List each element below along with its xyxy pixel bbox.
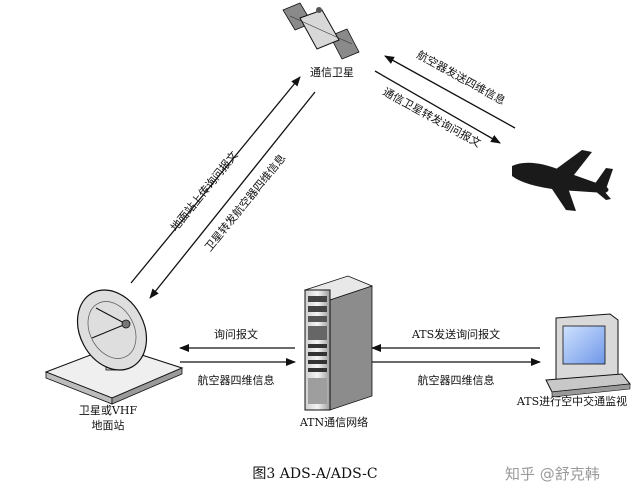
computer-icon [545, 313, 631, 398]
ats-label: ATS进行空中交通监视 [516, 394, 627, 408]
sat-to-aircraft-arrow [374, 70, 501, 144]
aircraft-4d-right-label: 航空器四维信息 [418, 373, 495, 387]
uplink-arrow [130, 76, 301, 284]
figure-caption: 图3 ADS-A/ADS-C [252, 466, 377, 482]
satellite-icon [282, 2, 360, 60]
ats-query-label: ATS发送询问报文 [411, 327, 500, 341]
query-msg-label: 询问报文 [214, 327, 258, 341]
ground-station-label-line1: 卫星或VHF [79, 404, 138, 417]
atn-label: ATN通信网络 [299, 415, 368, 429]
satellite-label: 通信卫星 [310, 66, 354, 79]
aircraft-icon [512, 150, 613, 211]
ground-station-icon [44, 289, 184, 405]
server-icon [303, 275, 374, 411]
aircraft-to-sat-arrow [384, 55, 516, 129]
aircraft-4d-left-label: 航空器四维信息 [198, 373, 275, 387]
watermark: 知乎 @舒克韩 [505, 465, 600, 483]
sat-forward-label: 通信卫星转发询问报文 [381, 84, 484, 150]
downlink-arrow [149, 91, 316, 299]
ground-station-label-line2: 地面站 [92, 418, 125, 432]
downlink-label: 卫星转发航空器四维信息 [201, 151, 288, 254]
